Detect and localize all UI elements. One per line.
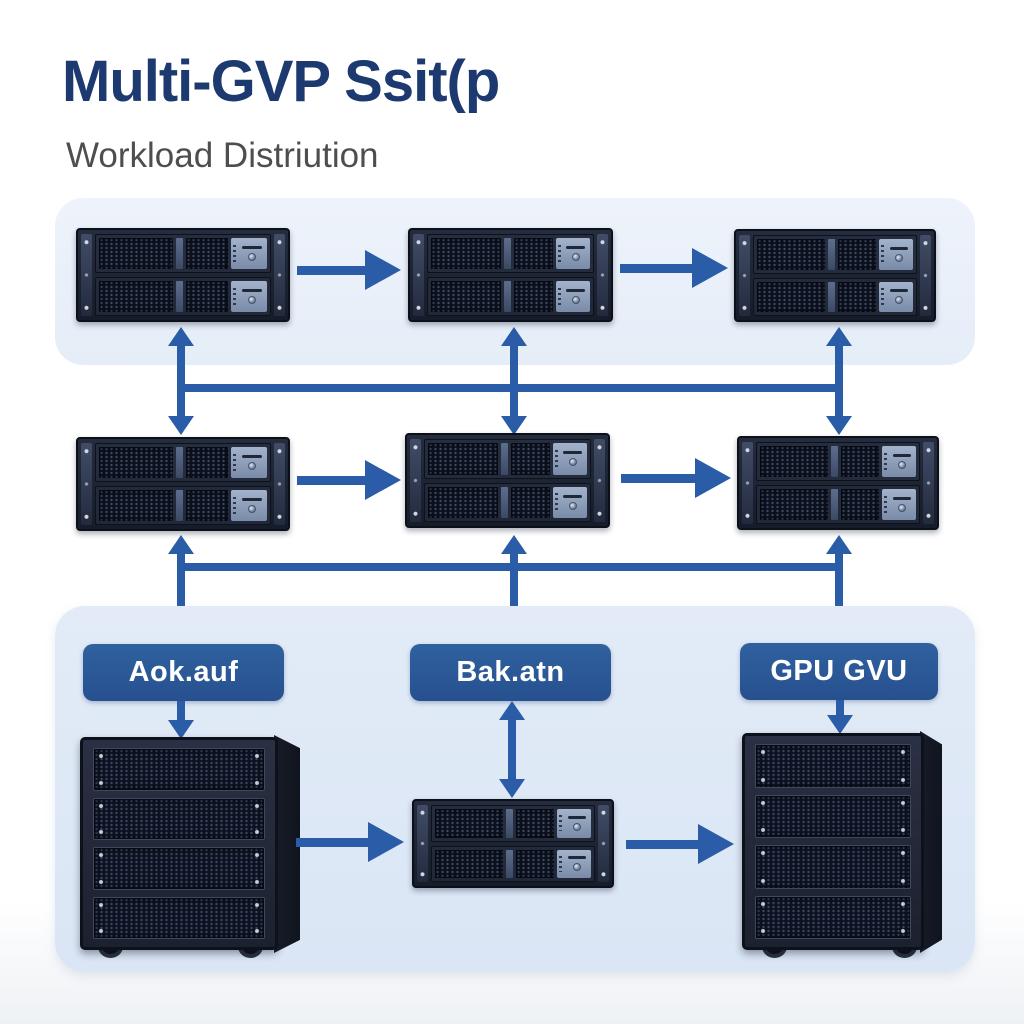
rack-ear-icon: [594, 439, 605, 522]
tower-unit: [93, 797, 265, 840]
rack-ear-icon: [410, 439, 421, 522]
tower-server-right: [742, 731, 942, 973]
arrow-right-bottom-2: [626, 824, 734, 864]
arrowhead-icon: [826, 416, 852, 435]
server-unit: [753, 235, 917, 274]
arrowhead-icon: [365, 250, 401, 290]
bidir-arrow-row1-row2-left: [167, 327, 195, 435]
rack-ear-icon: [274, 443, 285, 525]
server-unit: [756, 442, 920, 481]
tower-unit: [93, 748, 265, 791]
server-units: [95, 443, 271, 525]
tower-side-panel: [274, 735, 300, 953]
server-unit: [431, 845, 595, 882]
server-unit: [424, 482, 591, 522]
bus-line-upper: [180, 384, 838, 392]
rack-server-mid-3: [737, 436, 939, 530]
rack-ear-icon: [739, 235, 750, 316]
arrowhead-icon: [168, 535, 194, 554]
rack-ear-icon: [923, 442, 934, 524]
cluster-label-middle-text: Bak.atn: [456, 656, 565, 688]
arrow-right-bottom-1: [296, 822, 404, 862]
server-units: [427, 234, 594, 316]
tower-front-panel: [80, 737, 278, 950]
rack-server-top-2: [408, 228, 613, 322]
rack-ear-icon: [413, 234, 424, 316]
server-unit: [95, 234, 271, 273]
arrowhead-icon: [827, 715, 853, 734]
arrowhead-icon: [698, 824, 734, 864]
server-unit: [95, 277, 271, 316]
rack-server-mid-2: [405, 433, 610, 528]
server-units: [753, 235, 917, 316]
arrow-right-mid-2: [621, 458, 731, 498]
rack-ear-icon: [598, 805, 609, 882]
arrowhead-icon: [826, 327, 852, 346]
rack-ear-icon: [274, 234, 285, 316]
server-unit: [424, 439, 591, 479]
tower-server-left: [80, 735, 302, 975]
page-title: Multi-GVP Ssit(p: [62, 49, 500, 114]
tower-unit: [755, 794, 911, 838]
arrowhead-icon: [168, 416, 194, 435]
arrowhead-icon: [692, 248, 728, 288]
page-subtitle: Workload Distriution: [66, 136, 379, 175]
tower-unit: [93, 847, 265, 890]
arrow-down-label-right: [826, 700, 854, 734]
server-unit: [427, 234, 594, 273]
arrowhead-icon: [499, 779, 525, 798]
tower-side-panel: [920, 731, 942, 953]
arrowhead-icon: [168, 327, 194, 346]
arrowhead-icon: [368, 822, 404, 862]
arrowhead-icon: [168, 720, 194, 739]
cluster-label-middle: Bak.atn: [410, 644, 611, 701]
server-unit: [431, 805, 595, 842]
cluster-label-left: Aok.auf: [83, 644, 284, 701]
bidir-arrow-label-middle: [498, 701, 526, 798]
server-unit: [95, 443, 271, 482]
cluster-label-right: GPU GVU: [740, 643, 938, 700]
bidir-arrow-row1-row2-middle: [500, 327, 528, 435]
cluster-label-right-text: GPU GVU: [770, 655, 908, 687]
server-units: [431, 805, 595, 882]
arrow-right-mid-1: [297, 460, 401, 500]
rack-server-top-1: [76, 228, 290, 322]
arrow-down-label-left: [167, 701, 195, 739]
server-units: [424, 439, 591, 522]
arrowhead-icon: [501, 416, 527, 435]
arrow-right-top-1: [297, 250, 401, 290]
tower-front-panel: [742, 733, 924, 950]
arrowhead-icon: [499, 701, 525, 720]
bidir-arrow-row1-row2-right: [825, 327, 853, 435]
arrow-right-top-2: [620, 248, 728, 288]
rack-ear-icon: [920, 235, 931, 316]
tower-unit: [755, 744, 911, 788]
tower-unit: [755, 845, 911, 889]
rack-server-bottom-middle: [412, 799, 614, 888]
arrowhead-icon: [501, 535, 527, 554]
rack-ear-icon: [597, 234, 608, 316]
tower-unit: [93, 896, 265, 939]
rack-ear-icon: [742, 442, 753, 524]
rack-ear-icon: [81, 234, 92, 316]
arrowhead-icon: [501, 327, 527, 346]
server-unit: [756, 485, 920, 524]
tower-unit: [755, 895, 911, 939]
arrowhead-icon: [365, 460, 401, 500]
server-units: [95, 234, 271, 316]
server-unit: [95, 486, 271, 525]
server-units: [756, 442, 920, 524]
arrowhead-icon: [695, 458, 731, 498]
rack-ear-icon: [417, 805, 428, 882]
server-unit: [427, 277, 594, 316]
server-unit: [753, 277, 917, 316]
arrowhead-icon: [826, 535, 852, 554]
bus-line-lower: [180, 563, 838, 571]
rack-ear-icon: [81, 443, 92, 525]
cluster-label-left-text: Aok.auf: [128, 656, 239, 688]
rack-server-top-3: [734, 229, 936, 322]
rack-server-mid-1: [76, 437, 290, 531]
